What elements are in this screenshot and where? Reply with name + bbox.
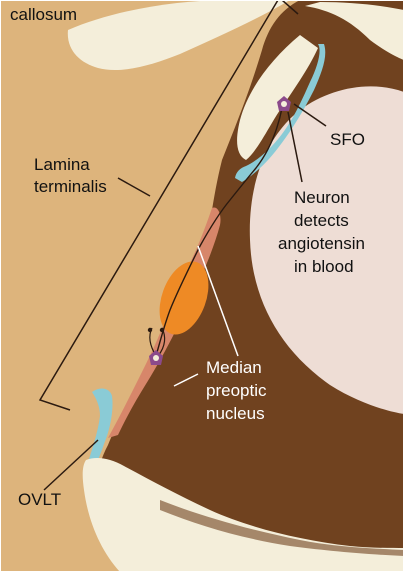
median-label-line1: Median (206, 358, 262, 377)
median-label-line2: preoptic (206, 381, 267, 400)
synapse-dot (159, 327, 165, 333)
neuron-leader (287, 111, 303, 183)
neuron-label-line4: in blood (294, 257, 354, 276)
optic-chiasm (82, 458, 404, 572)
orange-cluster (159, 261, 209, 335)
callosum-leader (281, 0, 299, 15)
neuron-cell-icon (149, 350, 163, 365)
median-leader (197, 245, 239, 357)
lamina-label-line2: terminalis (34, 177, 107, 196)
chiasm-band (160, 500, 404, 556)
synapse-dot (147, 327, 153, 333)
sfo-label: SFO (330, 130, 365, 149)
ovlt-label: OVLT (18, 490, 61, 509)
fornix-band (305, 2, 404, 60)
lamina-leader (117, 177, 151, 197)
sfo-leader (293, 103, 327, 127)
callosum-label: callosum (10, 5, 77, 24)
thalamus (249, 86, 404, 414)
median-leader-2 (173, 373, 199, 387)
fornix-structure (237, 35, 318, 160)
sfo-organ (235, 44, 326, 182)
neuron-label-line3: angiotensin (278, 234, 365, 253)
neuron-label-line2: detects (294, 211, 349, 230)
neuron-axon-path (155, 107, 283, 357)
ovlt-organ (86, 388, 113, 470)
lamina-bracket (38, 0, 279, 411)
ovlt-leader (43, 439, 99, 491)
median-label-line3: nucleus (206, 404, 265, 423)
neuron-label-line1: Neuron (294, 188, 350, 207)
corpus-callosum (67, 0, 290, 71)
neuron-cell-icon (277, 96, 291, 111)
lamina-label-line1: Lamina (34, 155, 90, 174)
